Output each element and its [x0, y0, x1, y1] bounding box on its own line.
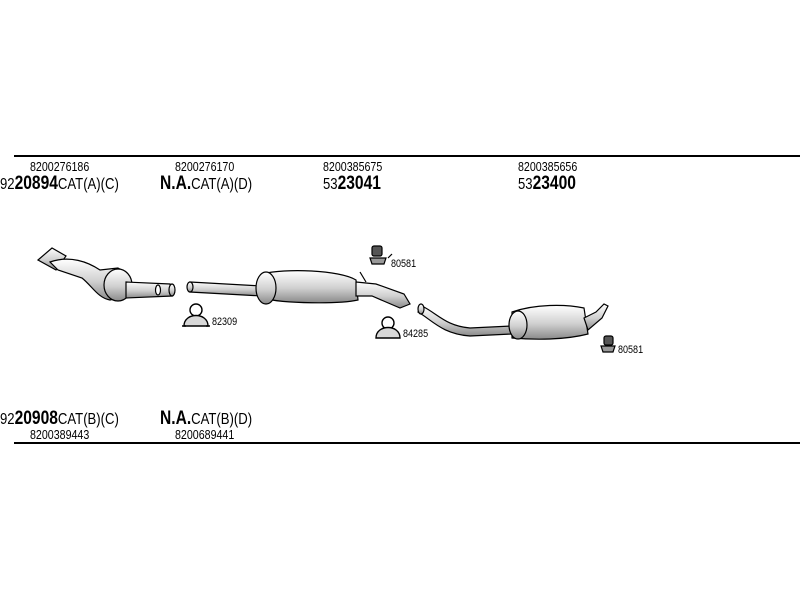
clamp-1-label: 82309 [212, 316, 238, 328]
part-code: N.A. [160, 408, 192, 429]
clamp-2 [375, 316, 401, 339]
oe-number-top-2: 8200276170 [175, 159, 235, 174]
bottom-divider-line [14, 442, 800, 444]
part-number-bottom-2: N.A.CAT(B)(D) [160, 409, 252, 428]
oe-number-top-4: 8200385656 [518, 159, 578, 174]
hanger-2-label: 80581 [618, 344, 644, 356]
part-prefix: 53 [518, 176, 533, 193]
part-code: 20908 [14, 408, 58, 429]
hanger-2 [600, 335, 616, 353]
oe-number-top-3: 8200385675 [323, 159, 383, 174]
middle-silencer [186, 270, 411, 309]
clamp-2-label: 84285 [403, 328, 429, 340]
hanger-1 [369, 245, 393, 265]
front-pipe-catalyst [36, 247, 176, 302]
part-suffix: CAT(A)(C) [57, 176, 119, 193]
part-number-top-3: 5323041 [323, 174, 381, 193]
clamp-1 [182, 303, 210, 327]
part-suffix: CAT(B)(D) [191, 411, 253, 428]
part-prefix: 92 [0, 176, 15, 193]
hanger-1-label: 80581 [391, 258, 417, 270]
oe-number-bottom-1: 8200389443 [30, 427, 90, 442]
part-code: 23041 [337, 173, 381, 194]
oe-number-bottom-2: 8200689441 [175, 427, 235, 442]
part-code: 23400 [532, 173, 576, 194]
part-number-top-2: N.A.CAT(A)(D) [160, 174, 252, 193]
oe-number-top-1: 8200276186 [30, 159, 90, 174]
rear-silencer [417, 303, 609, 340]
part-suffix: CAT(A)(D) [191, 176, 253, 193]
part-suffix: CAT(B)(C) [57, 411, 119, 428]
part-code: N.A. [160, 173, 192, 194]
part-prefix: 53 [323, 176, 338, 193]
part-number-bottom-1: 9220908CAT(B)(C) [0, 409, 119, 428]
part-number-top-4: 5323400 [518, 174, 576, 193]
part-number-top-1: 9220894CAT(A)(C) [0, 174, 119, 193]
part-code: 20894 [14, 173, 58, 194]
part-prefix: 92 [0, 411, 15, 428]
top-divider-line [14, 155, 800, 157]
